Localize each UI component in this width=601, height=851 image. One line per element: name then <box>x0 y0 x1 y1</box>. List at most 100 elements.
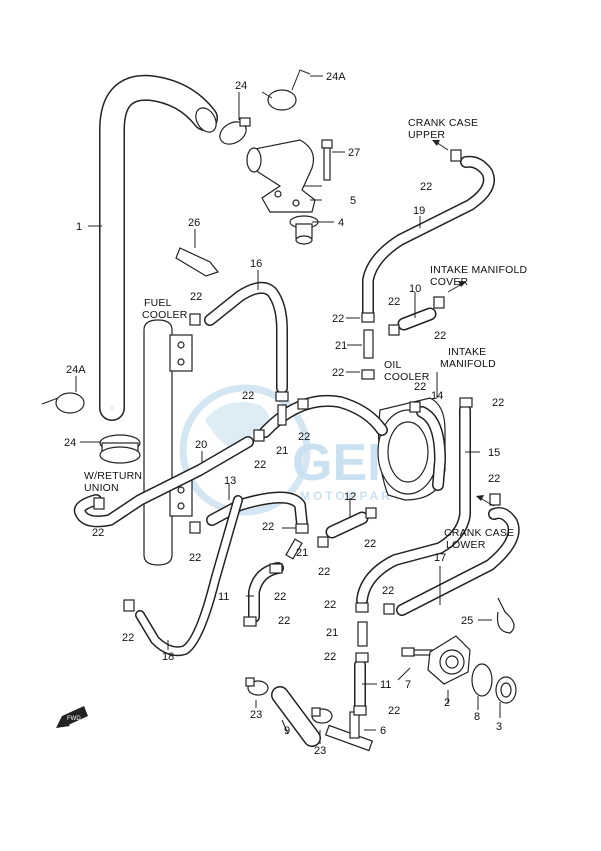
callout-22-fuel-cooler: 22 <box>190 291 202 303</box>
callout-20: 20 <box>195 439 207 451</box>
annotation-intake-manifold-cover-1: INTAKE MANIFOLD <box>430 264 528 276</box>
spring-clip-24a-left <box>41 392 85 414</box>
callout-18: 18 <box>162 651 174 663</box>
callout-22-r: 22 <box>278 615 290 627</box>
annotation-fuel-cooler-1: FUEL <box>144 297 172 309</box>
callout-13: 13 <box>224 475 236 487</box>
callout-22-g: 22 <box>242 390 254 402</box>
callout-22-return: 22 <box>92 527 104 539</box>
hose-18 <box>135 495 243 657</box>
callout-2: 2 <box>444 697 450 709</box>
clamp-24-left <box>99 434 141 464</box>
hose-17 <box>396 507 520 616</box>
callout-22-t: 22 <box>324 651 336 663</box>
spring-clip-24a-top <box>261 69 311 111</box>
callout-21-mid: 21 <box>276 445 288 457</box>
annotation-crank-case-lower-2: LOWER <box>446 539 486 551</box>
callout-22-q: 22 <box>324 599 336 611</box>
annotation-fuel-cooler-2: COOLER <box>142 309 188 321</box>
bolt-27 <box>321 139 333 181</box>
hose-1 <box>99 74 218 421</box>
annotation-oil-cooler-1: OIL <box>384 359 402 371</box>
callout-27: 27 <box>348 147 360 159</box>
callout-14: 14 <box>431 390 443 402</box>
callout-15: 15 <box>488 447 500 459</box>
joint-21-mid <box>277 404 287 426</box>
hose-19 <box>362 155 495 319</box>
callout-22-o: 22 <box>274 591 286 603</box>
callout-22-k: 22 <box>262 521 274 533</box>
joint-21-bot <box>357 621 368 647</box>
hose-9 <box>271 686 321 747</box>
callout-21-top: 21 <box>335 340 347 352</box>
callout-22-p: 22 <box>382 585 394 597</box>
hose-14-15 <box>356 404 471 606</box>
clips-22 <box>93 149 501 716</box>
annotation-return-union-2: UNION <box>84 482 119 494</box>
callout-6: 6 <box>380 725 386 737</box>
callout-22-l: 22 <box>364 538 376 550</box>
annotation-crank-case-upper-2: UPPER <box>408 129 445 141</box>
callout-22-m: 22 <box>189 552 201 564</box>
callout-22-s: 22 <box>122 632 134 644</box>
fwd-arrow-icon: FWD <box>56 706 88 728</box>
callout-10: 10 <box>409 283 421 295</box>
callout-22-e: 22 <box>414 381 426 393</box>
clamp-24-top <box>219 117 251 145</box>
joint-21-top <box>363 329 374 359</box>
callout-24-top: 24 <box>235 80 247 92</box>
callout-24a-top: 24A <box>326 71 346 83</box>
t-joint-6 <box>324 711 374 752</box>
cap-3 <box>495 676 517 704</box>
leader-lines <box>75 75 501 744</box>
annotation-crank-case-upper-1: CRANK CASE <box>408 117 478 129</box>
callout-11-right: 11 <box>380 679 391 691</box>
callout-7: 7 <box>405 679 411 691</box>
hose-16 <box>204 281 288 394</box>
callout-22-b: 22 <box>434 330 446 342</box>
hose-12 <box>325 511 369 539</box>
clamp-23-left <box>245 677 269 696</box>
callout-22-i: 22 <box>254 459 266 471</box>
direction-arrows <box>432 140 495 507</box>
callouts: 1 24 24A 27 5 4 26 16 19 22 22 10 22 22 … <box>64 71 504 757</box>
joint-21-low <box>285 538 303 560</box>
thermostat-cover <box>246 139 316 213</box>
callout-24a-left: 24A <box>66 364 86 376</box>
callout-22-u: 22 <box>388 705 400 717</box>
callout-22-j: 22 <box>488 473 500 485</box>
callout-26: 26 <box>188 217 200 229</box>
callout-19: 19 <box>413 205 425 217</box>
callout-16: 16 <box>250 258 262 270</box>
annotation-oil-cooler-2: COOLER <box>384 371 430 383</box>
clamp-23-right <box>311 707 333 724</box>
hose-10 <box>397 307 437 331</box>
callout-23-left: 23 <box>250 709 262 721</box>
callout-21-low: 21 <box>296 547 308 559</box>
callout-22-h: 22 <box>298 431 310 443</box>
callout-3: 3 <box>496 721 502 733</box>
annotation-intake-manifold-cover-2: COVER <box>430 276 469 288</box>
callout-12: 12 <box>344 491 356 503</box>
callout-22-d: 22 <box>332 367 344 379</box>
brand-subtext: MOTORPARTS <box>300 489 414 503</box>
band-25 <box>496 597 515 634</box>
callout-21-bot: 21 <box>326 627 338 639</box>
callout-9: 9 <box>284 725 290 737</box>
callout-22-crank-upper: 22 <box>420 181 432 193</box>
callout-17: 17 <box>434 552 446 564</box>
callout-22-n: 22 <box>318 566 330 578</box>
annotation-intake-manifold-2: MANIFOLD <box>440 358 496 370</box>
hose-20 <box>73 436 254 528</box>
annotation-intake-manifold-1: INTAKE <box>448 346 486 358</box>
annotations: CRANK CASE UPPER INTAKE MANIFOLD COVER I… <box>84 117 528 551</box>
callout-1: 1 <box>76 221 82 233</box>
callout-23-right: 23 <box>314 745 326 757</box>
callout-8: 8 <box>474 711 480 723</box>
callout-25: 25 <box>461 615 473 627</box>
thermostat-4 <box>289 215 319 245</box>
clip-26 <box>175 247 220 277</box>
callout-11-left: 11 <box>218 591 229 603</box>
